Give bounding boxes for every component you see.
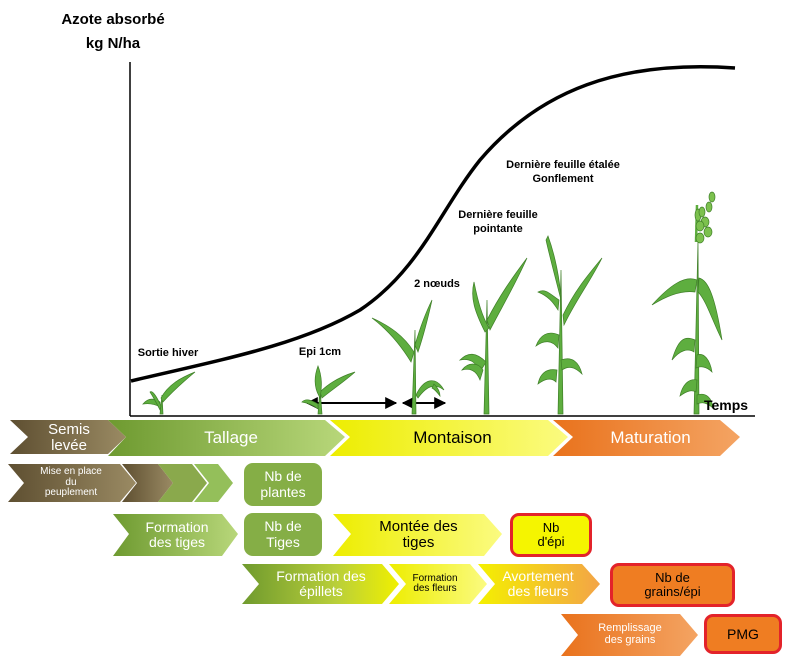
nb-grains-line2: grains/épi <box>644 584 701 599</box>
arrow-formation-tiges <box>113 514 238 556</box>
phase-arrow-maturation <box>553 420 740 456</box>
nb-grains-line1: Nb de <box>655 569 690 585</box>
plant-icon-derniere-feuille-etalee <box>535 235 603 415</box>
x-axis-label: Temps <box>704 397 749 413</box>
formation-epillets-line1: Formation des <box>276 568 366 585</box>
montee-tiges-line2: tiges <box>402 534 435 551</box>
formation-fleurs-line1: Formation <box>412 572 458 584</box>
nb-plantes-line1: Nb de <box>264 468 302 485</box>
formation-tiges-line1: Formation <box>145 519 209 536</box>
nb-tiges-line2: Tiges <box>266 533 300 550</box>
stage-label-sortie-hiver: Sortie hiver <box>137 347 199 359</box>
phase-arrow-montaison <box>330 420 568 456</box>
label-mise-en-place: Mise en place du peuplement <box>20 464 122 502</box>
arrow-mise-en-place-4 <box>194 464 233 502</box>
formation-fleurs-line2: des fleurs <box>413 583 457 594</box>
phase-arrow-tallage <box>108 420 345 456</box>
arrow-mise-en-place-2 <box>122 464 173 502</box>
arrow-formation-epillets <box>242 564 399 604</box>
stage-label-dfp-line2: pointante <box>473 223 523 235</box>
stage-label-dfp-line1: Dernière feuille <box>458 209 538 221</box>
montee-tiges-line1: Montée des <box>379 518 458 536</box>
nb-epi-line2: d'épi <box>537 534 565 549</box>
mise-en-place-line1: Mise en place <box>40 466 102 478</box>
nb-plantes-line2: plantes <box>260 483 306 500</box>
semis-line1: Semis <box>48 421 90 439</box>
semis-line2: levée <box>51 437 87 454</box>
nb-tiges-line1: Nb de <box>264 518 302 535</box>
box-pmg: PMG <box>704 614 782 654</box>
stage-label-dfe-line1: Dernière feuille étalée <box>506 159 620 171</box>
y-axis-label-line1: Azote absorbé <box>61 11 165 28</box>
phase-label-maturation: Maturation <box>610 428 691 447</box>
remplissage-line1: Remplissage <box>598 622 662 635</box>
phase-label-montaison: Montaison <box>413 428 492 447</box>
plant-icon-epi-1cm <box>301 365 356 415</box>
phase-label-tallage: Tallage <box>204 428 258 447</box>
plant-icon-epi <box>651 191 723 415</box>
y-axis-label-line2: kg N/ha <box>85 35 141 52</box>
stage-label-2-noeuds: 2 nœuds <box>414 278 460 290</box>
mise-en-place-line2: du <box>65 476 77 488</box>
mise-en-place-line3: peuplement <box>44 487 98 499</box>
formation-epillets-line2: épillets <box>299 583 343 599</box>
arrow-avortement <box>478 564 600 604</box>
arrow-mise-en-place <box>8 464 136 502</box>
plant-icon-derniere-feuille-pointante <box>458 257 528 415</box>
arrow-remplissage <box>561 614 698 656</box>
nb-epi-line1: Nb <box>542 519 560 535</box>
stage-label-derniere-feuille-pointante: Dernière feuille pointante <box>448 208 548 236</box>
y-axis-label: Azote absorbé kg N/ha <box>58 8 168 56</box>
plant-icon-seedling <box>142 371 196 415</box>
plant-icon-2-noeuds <box>371 299 445 415</box>
stage-label-dfe-line2: Gonflement <box>532 173 594 185</box>
remplissage-line2: des grains <box>604 634 656 646</box>
stage-label-epi-1cm: Epi 1cm <box>298 346 342 358</box>
stage-label-derniere-feuille-etalee: Dernière feuille étalée Gonflement <box>488 158 638 186</box>
nitrogen-uptake-curve <box>130 64 736 383</box>
arrow-montee-tiges <box>333 514 502 556</box>
arrow-mise-en-place-3 <box>158 464 207 502</box>
avortement-line2: des fleurs <box>507 583 569 599</box>
arrow-formation-fleurs <box>389 564 487 604</box>
phase-arrow-semis <box>10 420 126 454</box>
formation-tiges-line2: des tiges <box>148 534 206 550</box>
avortement-line1: Avortement <box>502 568 574 585</box>
